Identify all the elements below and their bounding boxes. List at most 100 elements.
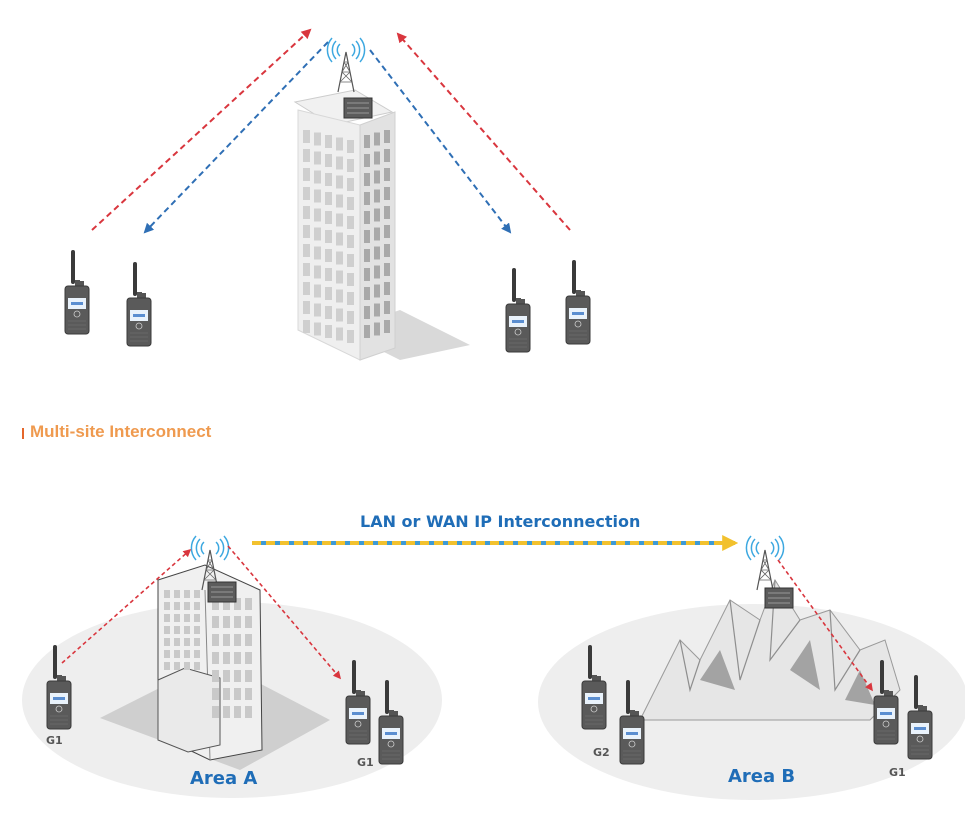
building-window [384, 130, 390, 143]
building-window [384, 320, 390, 333]
uplink-arrow-area-a [61, 548, 192, 664]
building-window [336, 251, 343, 265]
building-window [174, 662, 180, 670]
building-window [314, 151, 321, 165]
building-window [347, 273, 354, 286]
building-window [374, 189, 380, 203]
building-window [164, 626, 170, 634]
building-window [212, 616, 219, 628]
building-window [164, 662, 170, 670]
building-window [212, 598, 219, 610]
repeater-icon [343, 97, 373, 119]
building-window [303, 244, 310, 257]
building-window [364, 192, 370, 205]
building-window [234, 688, 241, 700]
building-window [336, 213, 343, 227]
building-window [174, 638, 180, 646]
building-window [364, 249, 370, 262]
building-window [384, 301, 390, 314]
building-window [364, 325, 370, 338]
building-window [336, 156, 343, 170]
building-window [303, 301, 310, 314]
building-window [325, 211, 332, 224]
building-window [314, 246, 321, 260]
building-window [245, 598, 252, 610]
building-window [314, 170, 321, 184]
building-window [325, 287, 332, 300]
building-window [336, 308, 343, 322]
building-window [364, 173, 370, 186]
downlink-arrow-left [143, 41, 329, 234]
building-window [336, 137, 343, 151]
building-window [303, 225, 310, 238]
building-window [174, 590, 180, 598]
building-window [174, 626, 180, 634]
building-window [234, 634, 241, 646]
antenna-tower-icon [745, 535, 785, 591]
building-window [223, 598, 230, 610]
building-window [314, 227, 321, 241]
building-window [384, 225, 390, 238]
building-window [314, 189, 321, 203]
area-a-label: Area A [190, 768, 258, 789]
building-window [347, 330, 354, 343]
building-window [223, 616, 230, 628]
building-window [347, 292, 354, 305]
building-window [184, 638, 190, 646]
building-window [212, 634, 219, 646]
building-window [223, 688, 230, 700]
building-window [314, 265, 321, 279]
building-window [336, 175, 343, 189]
building-window [347, 311, 354, 324]
building-window [212, 670, 219, 682]
building-window [374, 303, 380, 317]
building-window [336, 232, 343, 246]
section-title-text: Multi-site Interconnect [30, 422, 212, 441]
building-window [245, 688, 252, 700]
building-window [384, 187, 390, 200]
building-window [194, 638, 200, 646]
building-window [303, 187, 310, 200]
building-window [184, 590, 190, 598]
building-window [174, 602, 180, 610]
building-window [174, 614, 180, 622]
building-window [223, 634, 230, 646]
building-window [245, 616, 252, 628]
building-window [364, 306, 370, 319]
building-window [347, 178, 354, 191]
building-window [174, 650, 180, 658]
building-window [194, 662, 200, 670]
section-title-marker [22, 427, 24, 439]
building-window [184, 662, 190, 670]
building-window [245, 634, 252, 646]
building-window [314, 132, 321, 146]
section-title: Multi-site Interconnect [22, 422, 211, 442]
downlink-arrow-area-a [227, 545, 342, 680]
antenna-tower-icon [326, 37, 366, 93]
building-window [384, 244, 390, 257]
building-window [325, 268, 332, 281]
building-window [303, 282, 310, 295]
building-window [325, 135, 332, 148]
building-window [164, 602, 170, 610]
repeater-icon [764, 587, 794, 609]
area-a-building [100, 564, 330, 770]
group-label: G1 [46, 734, 63, 747]
building-window [374, 322, 380, 336]
radio-icon [505, 267, 531, 353]
building-window [314, 303, 321, 317]
building-window [336, 270, 343, 284]
building-window [336, 289, 343, 303]
building-window [364, 211, 370, 224]
building-window [184, 650, 190, 658]
building-window [374, 132, 380, 146]
building-window [184, 602, 190, 610]
building-window [364, 154, 370, 167]
building-window [303, 168, 310, 181]
building-window [325, 306, 332, 319]
building-window [384, 149, 390, 162]
area-b-mountains [639, 578, 901, 721]
building-window [194, 602, 200, 610]
group-label: G1 [357, 756, 374, 769]
building-window [374, 284, 380, 298]
